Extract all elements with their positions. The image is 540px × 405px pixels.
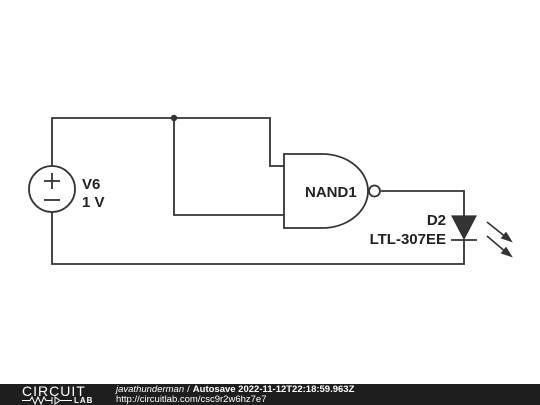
voltage-source-symbol [28,165,76,213]
footer-autosave-status: Autosave 2022-11-12T22:18:59.963Z [192,384,355,395]
led-name-label: D2 [427,212,446,229]
voltage-source-v6[interactable]: V6 1 V [28,165,105,213]
wire-top [51,117,284,167]
led-emission-arrows-icon [486,221,513,258]
footer-info: javathunderman/Autosave 2022-11-12T22:18… [116,385,354,395]
wires [51,117,465,265]
logo-text-bottom: LAB [74,396,94,405]
led-triangle [451,215,477,241]
nand-gate-nand1[interactable]: NAND1 [283,153,381,229]
circuitlab-logo[interactable]: CIRCUIT LAB [22,384,100,405]
logo-text-top: CIRCUIT [22,383,86,399]
nand-gate-body [283,153,369,229]
logo-resistor-icon [22,396,72,405]
gate-name-label: NAND1 [305,184,357,201]
led-part-label: LTL-307EE [370,231,446,248]
footer-username[interactable]: javathunderman [116,384,185,395]
footer-separator: / [187,384,190,395]
wire-input-b [173,118,284,216]
source-value-label: 1 V [82,194,105,211]
footer-bar: CIRCUIT LAB javathunderman/Autosave 2022… [0,384,540,405]
wire-gate-output [381,190,465,216]
junction-dot [170,114,178,122]
source-name-label: V6 [82,176,100,193]
circuit-schematic: V6 1 V NAND1 D2 LTL-307EE [28,114,513,265]
led-d2[interactable]: D2 LTL-307EE [370,212,513,258]
wire-bottom-return [51,212,465,265]
footer-url[interactable]: http://circuitlab.com/csc9r2w6hz7e7 [116,394,267,405]
nand-gate-bubble [368,184,381,198]
